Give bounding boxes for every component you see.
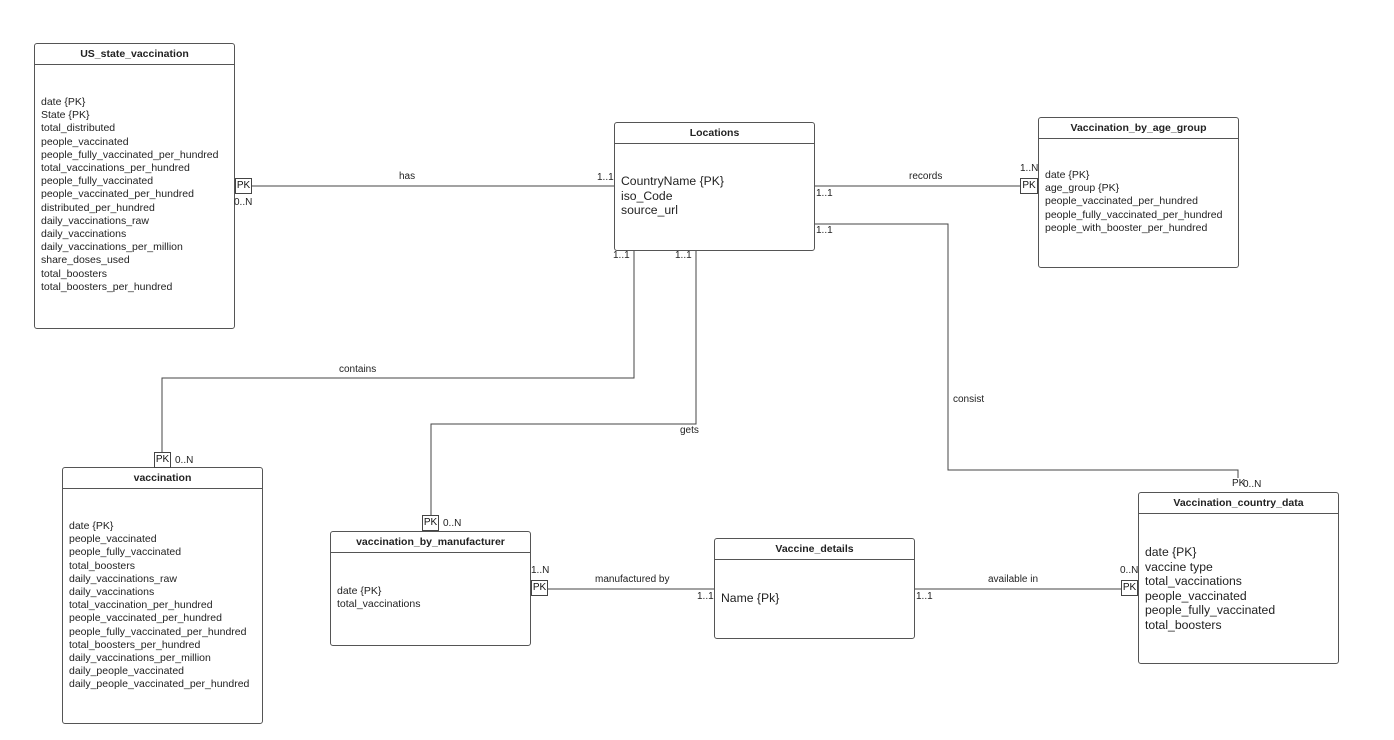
entity-title: Vaccination_by_age_group [1039, 118, 1238, 139]
attribute: total_vaccinations [1145, 574, 1242, 588]
attribute: date {PK} [1145, 545, 1197, 559]
entity-vaccination-by-manufacturer[interactable]: vaccination_by_manufacturer date {PK} to… [330, 531, 531, 646]
attribute: daily_vaccinations_per_million [69, 652, 211, 665]
pk-key-box: PK [1121, 580, 1138, 596]
entity-locations[interactable]: Locations CountryName {PK} iso_Code sour… [614, 122, 815, 251]
entity-title: US_state_vaccination [35, 44, 234, 65]
cardinality-label: 1..1 [597, 172, 614, 183]
attribute: iso_Code [621, 188, 673, 203]
attribute: people_fully_vaccinated [69, 546, 182, 559]
attribute: daily_people_vaccinated_per_hundred [69, 678, 250, 691]
attribute: people_vaccinated_per_hundred [69, 612, 222, 625]
cardinality-label: 1..1 [675, 250, 692, 261]
entity-title: Vaccine_details [715, 539, 914, 560]
attribute: daily_vaccinations_raw [41, 214, 149, 227]
entity-vaccine-details[interactable]: Vaccine_details Name {Pk} [714, 538, 915, 639]
line-gets [430, 251, 697, 515]
cardinality-label: 0..N [1120, 565, 1139, 576]
cardinality-label: 0..N [234, 197, 253, 208]
attribute: distributed_per_hundred [41, 201, 155, 214]
attribute: total_vaccination_per_hundred [69, 599, 213, 612]
cardinality-label: 1..N [1020, 163, 1039, 174]
attribute-list: date {PK} State {PK} total_distributed p… [41, 96, 218, 294]
cardinality-label: 1..1 [697, 591, 714, 602]
attribute: date {PK} [337, 585, 382, 597]
relationship-label-available-in: available in [988, 574, 1039, 585]
attribute: date {PK} [69, 520, 114, 532]
attribute: total_vaccinations [337, 598, 421, 611]
cardinality-label: 0..N [443, 518, 462, 529]
pk-key-box: PK [422, 515, 439, 531]
attribute-list: date {PK} age_group {PK} people_vaccinat… [1045, 169, 1222, 235]
entity-vaccination[interactable]: vaccination date {PK} people_vaccinated … [62, 467, 263, 724]
attribute: people_vaccinated_per_hundred [41, 188, 194, 201]
relationship-label-consist: consist [953, 394, 985, 405]
relationship-label-records: records [909, 171, 943, 182]
line-contains [161, 251, 635, 452]
attribute: people_fully_vaccinated [1145, 603, 1276, 617]
attribute-list: date {PK} people_vaccinated people_fully… [69, 520, 249, 692]
attribute: total_vaccinations_per_hundred [41, 162, 190, 175]
pk-key-box: PK [531, 580, 548, 596]
entity-title: Vaccination_country_data [1139, 493, 1338, 514]
attribute: date {PK} [1045, 169, 1090, 181]
entity-vaccination-by-age-group[interactable]: Vaccination_by_age_group date {PK} age_g… [1038, 117, 1239, 268]
cardinality-label: 1..1 [613, 250, 630, 261]
attribute: daily_vaccinations [69, 586, 155, 599]
entity-vaccination-country-data[interactable]: Vaccination_country_data date {PK} vacci… [1138, 492, 1339, 664]
attribute: people_vaccinated_per_hundred [1045, 195, 1198, 208]
attribute: total_boosters [1145, 617, 1222, 632]
attribute: CountryName {PK} [621, 174, 724, 188]
attribute-list: date {PK} total_vaccinations [337, 585, 420, 611]
attribute: total_boosters_per_hundred [69, 638, 201, 651]
attribute: total_boosters_per_hundred [41, 280, 173, 293]
attribute: share_doses_used [41, 254, 130, 267]
attribute: Name {Pk} [721, 591, 780, 605]
entity-title: Locations [615, 123, 814, 144]
cardinality-label: 0..N [175, 455, 194, 466]
relationship-label-gets: gets [680, 425, 699, 436]
attribute: date {PK} [41, 96, 86, 108]
cardinality-label: 0..N [1243, 479, 1262, 490]
cardinality-label: 1..N [531, 565, 550, 576]
attribute: daily_people_vaccinated [69, 665, 185, 678]
entity-us-state-vaccination[interactable]: US_state_vaccination date {PK} State {PK… [34, 43, 235, 329]
attribute: total_boosters [41, 267, 107, 280]
attribute-list: date {PK} vaccine type total_vaccination… [1145, 545, 1275, 632]
attribute: total_boosters [69, 559, 135, 572]
pk-key-box: PK [154, 452, 171, 468]
pk-key-box: PK [1020, 178, 1038, 194]
relationship-label-manufactured-by: manufactured by [595, 574, 670, 585]
attribute: people_fully_vaccinated [41, 175, 154, 188]
relationship-label-has: has [399, 171, 416, 182]
attribute: people_fully_vaccinated_per_hundred [1045, 208, 1223, 221]
attribute: State {PK} [41, 109, 90, 122]
entity-title: vaccination_by_manufacturer [331, 532, 530, 553]
attribute: people_vaccinated [1145, 588, 1247, 603]
attribute: people_fully_vaccinated_per_hundred [41, 148, 219, 161]
attribute: daily_vaccinations_per_million [41, 241, 183, 254]
pk-key-label: PK [1232, 478, 1246, 489]
attribute: total_distributed [41, 122, 116, 135]
relationship-label-contains: contains [339, 364, 377, 375]
attribute-list: Name {Pk} [721, 591, 779, 606]
attribute: source_url [621, 203, 678, 217]
cardinality-label: 1..1 [916, 591, 933, 602]
attribute: people_fully_vaccinated_per_hundred [69, 625, 247, 638]
pk-key-box: PK [235, 178, 252, 194]
cardinality-label: 1..1 [816, 188, 833, 199]
attribute: daily_vaccinations [41, 228, 127, 241]
line-consist [814, 223, 1239, 478]
attribute: people_vaccinated [41, 135, 129, 148]
attribute: vaccine type [1145, 559, 1213, 574]
attribute: daily_vaccinations_raw [69, 572, 177, 585]
attribute: people_with_booster_per_hundred [1045, 221, 1208, 234]
attribute: age_group {PK} [1045, 182, 1120, 195]
attribute: people_vaccinated [69, 533, 157, 546]
entity-title: vaccination [63, 468, 262, 489]
cardinality-label: 1..1 [816, 225, 833, 236]
attribute-list: CountryName {PK} iso_Code source_url [621, 174, 724, 218]
